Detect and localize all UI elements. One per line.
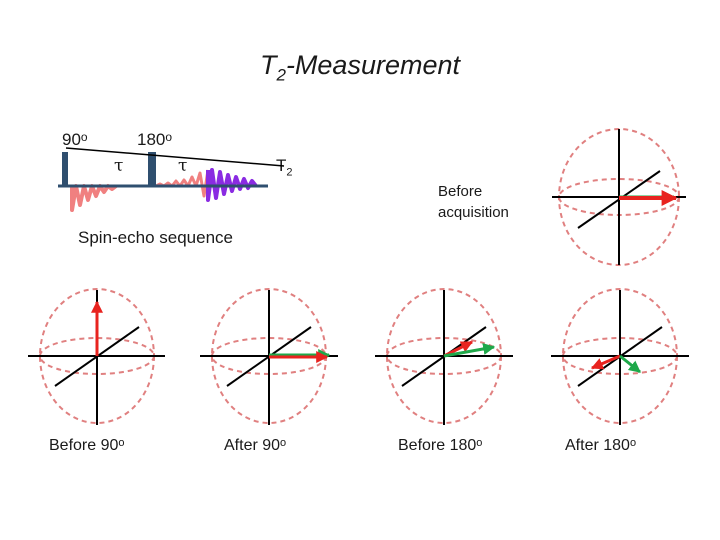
sphere-after-180 bbox=[551, 288, 689, 425]
rephasing-signal bbox=[155, 169, 210, 198]
sphere-before-180 bbox=[375, 288, 513, 425]
tau-label-1: τ bbox=[114, 156, 124, 176]
page-title: T2-Measurement bbox=[259, 50, 461, 85]
caption-after-180: After 180o bbox=[565, 437, 637, 454]
sphere-after-90 bbox=[200, 288, 338, 425]
fid-signal bbox=[70, 184, 118, 212]
pulse-90 bbox=[62, 152, 68, 186]
pulse-90-label: 90o bbox=[62, 130, 88, 149]
caption-before-90: Before 90o bbox=[49, 437, 125, 454]
sphere-before-90 bbox=[28, 288, 165, 425]
sequence-caption: Spin-echo sequence bbox=[78, 228, 234, 247]
spin-echo-sequence bbox=[58, 147, 285, 212]
tau-label-2: τ bbox=[178, 156, 188, 176]
before-acquisition-label: Before acquisition bbox=[438, 183, 509, 221]
caption-after-90: After 90o bbox=[224, 437, 287, 454]
sphere-before-acquisition bbox=[552, 128, 686, 266]
pulse-180 bbox=[148, 152, 156, 186]
pulse-180-label: 180o bbox=[137, 130, 173, 149]
caption-before-180: Before 180o bbox=[398, 437, 483, 454]
t2-decay-line bbox=[65, 147, 285, 167]
